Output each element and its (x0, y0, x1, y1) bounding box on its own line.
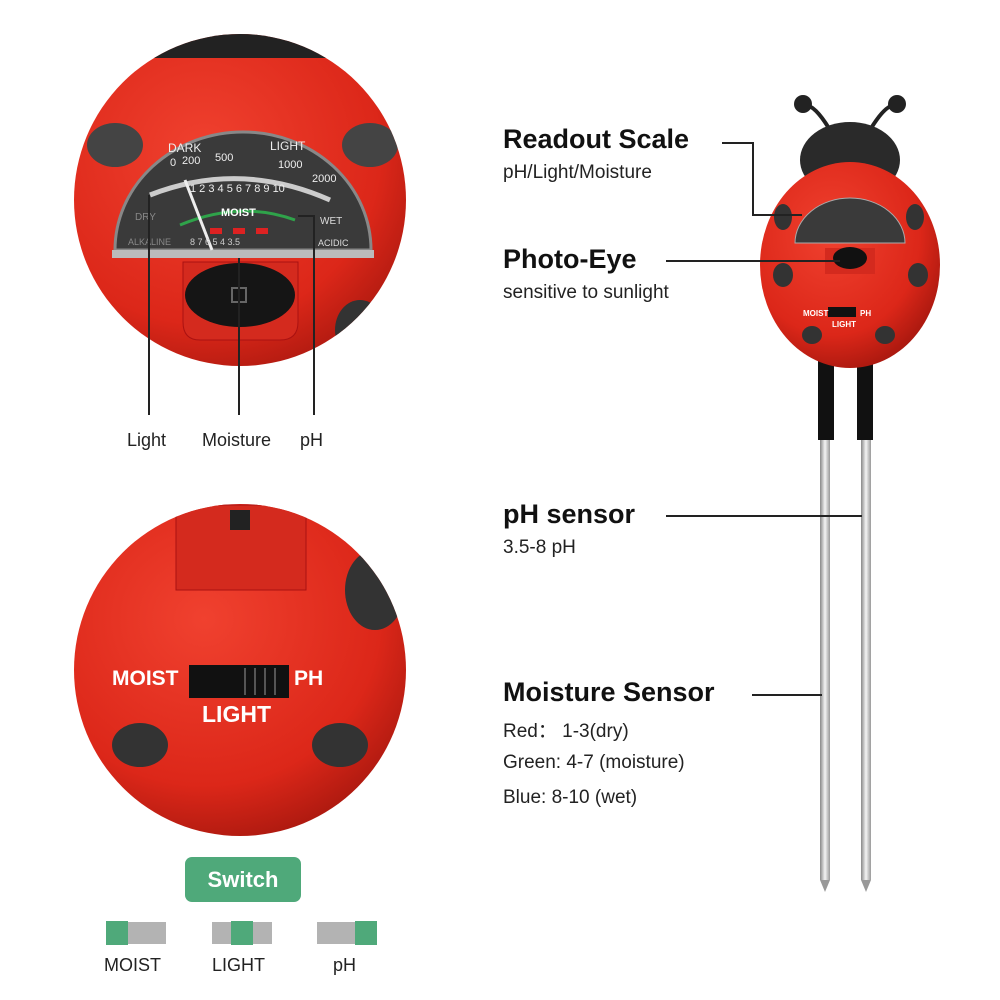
svg-text:LIGHT: LIGHT (832, 320, 856, 329)
readout-line-a (722, 142, 753, 144)
readout-scale-desc: pH/Light/Moisture (503, 162, 652, 183)
svg-text:PH: PH (860, 309, 871, 318)
photo-eye-desc: sensitive to sunlight (503, 282, 669, 303)
moisture-blue-desc: Blue: 8-10 (wet) (503, 787, 638, 808)
ph-sensor-desc: 3.5-8 pH (503, 537, 576, 558)
light-label: Light (127, 430, 167, 450)
ph-callout-line (313, 215, 315, 415)
light-callout-line (148, 195, 150, 415)
svg-text:8 7 6 5 4 3.5: 8 7 6 5 4 3.5 (190, 237, 240, 247)
moisture-red-desc: Red： 1-3(dry) (503, 721, 629, 742)
svg-text:WET: WET (320, 216, 342, 227)
moisture-sensor-line (752, 694, 822, 696)
moisture-sensor-title: Moisture Sensor (503, 677, 715, 707)
moisture-green-desc: Green: 4-7 (moisture) (503, 752, 685, 773)
svg-text:200: 200 (182, 155, 200, 167)
ph-sensor-line (666, 515, 862, 517)
toggle-moist (106, 921, 166, 945)
ladybug-device: MOIST PH LIGHT (760, 95, 940, 892)
svg-text:0: 0 (170, 157, 176, 169)
svg-text:ACIDIC: ACIDIC (318, 238, 349, 248)
svg-text:DRY: DRY (135, 212, 156, 223)
svg-text:2000: 2000 (312, 173, 336, 185)
ph-callout-tick (298, 215, 314, 217)
svg-text:MOIST: MOIST (803, 309, 828, 318)
ph-sensor-title: pH sensor (503, 499, 636, 529)
switch-moist-label: MOIST (112, 667, 179, 690)
photo-eye-title: Photo-Eye (503, 244, 637, 274)
svg-text:1000: 1000 (278, 159, 302, 171)
moisture-label: Moisture (202, 430, 272, 450)
moisture-callout-line (238, 258, 240, 415)
toggle-ph (317, 921, 377, 945)
readout-line-c (752, 214, 802, 216)
svg-text:LIGHT: LIGHT (270, 139, 306, 153)
switch-ph-label: PH (294, 667, 324, 690)
svg-text:1 2 3 4 5 6 7 8 9 10: 1 2 3 4 5 6 7 8 9 10 (190, 183, 285, 195)
readout-line-b (752, 142, 754, 215)
ph-label: pH (300, 430, 324, 450)
svg-text:MOIST: MOIST (221, 207, 256, 219)
toggle-ph-label: pH (333, 955, 357, 975)
toggle-moist-label: MOIST (104, 955, 161, 975)
readout-scale-title: Readout Scale (503, 124, 690, 154)
toggle-light (212, 921, 272, 945)
switch-light-label: LIGHT (202, 701, 271, 727)
switch-closeup (74, 504, 406, 836)
toggle-light-label: LIGHT (212, 955, 266, 975)
gauge-closeup: DARK LIGHT 0 200 500 1000 2000 1 2 3 4 5… (74, 34, 406, 366)
svg-text:DARK: DARK (168, 141, 201, 155)
switch-button: Switch (185, 857, 301, 902)
photo-eye-line (666, 260, 840, 262)
svg-text:500: 500 (215, 152, 233, 164)
